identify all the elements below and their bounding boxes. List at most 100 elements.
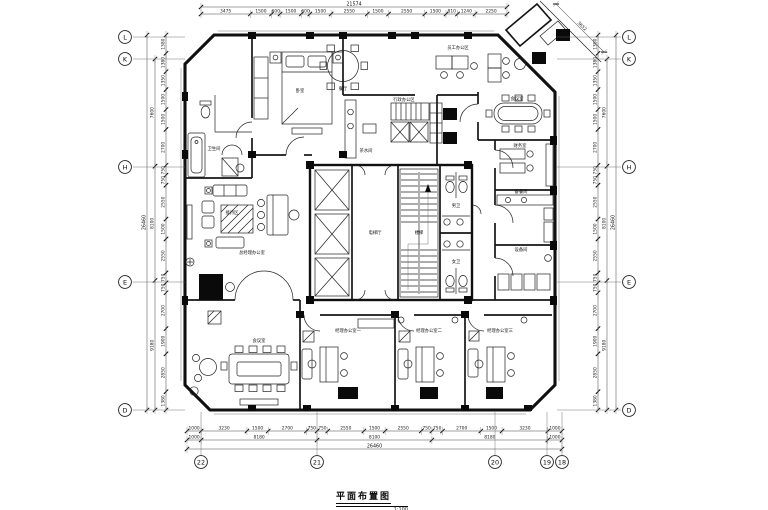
svg-text:2550: 2550 bbox=[340, 426, 351, 432]
svg-text:1500: 1500 bbox=[593, 223, 599, 234]
svg-text:9180: 9180 bbox=[150, 339, 156, 350]
svg-text:2550: 2550 bbox=[161, 196, 167, 207]
room-label: 卫生间 bbox=[208, 145, 221, 152]
svg-text:K: K bbox=[627, 55, 632, 63]
svg-text:19: 19 bbox=[543, 458, 551, 466]
svg-text:750: 750 bbox=[161, 273, 167, 282]
room-label: 备餐间 bbox=[515, 188, 528, 195]
svg-text:1500: 1500 bbox=[372, 9, 383, 15]
svg-text:18: 18 bbox=[558, 458, 566, 466]
svg-text:21: 21 bbox=[313, 458, 321, 466]
grid-col-18: 18 bbox=[555, 412, 569, 469]
svg-text:7600: 7600 bbox=[602, 107, 608, 118]
svg-text:8100: 8100 bbox=[602, 218, 608, 229]
room-label: 行政办公区 bbox=[393, 96, 415, 103]
svg-text:3652: 3652 bbox=[576, 20, 588, 32]
svg-text:1500: 1500 bbox=[486, 426, 497, 432]
svg-text:1500: 1500 bbox=[161, 223, 167, 234]
room-label: 经理办公室二 bbox=[416, 327, 442, 334]
room-label: 接待区 bbox=[226, 209, 240, 216]
svg-text:20: 20 bbox=[491, 458, 499, 466]
svg-text:1500: 1500 bbox=[430, 9, 441, 15]
svg-text:810: 810 bbox=[448, 9, 457, 15]
title-block: 平面布置图 1:100 bbox=[336, 484, 456, 510]
svg-text:750: 750 bbox=[161, 166, 167, 175]
svg-text:2550: 2550 bbox=[398, 426, 409, 432]
svg-text:1500: 1500 bbox=[369, 426, 380, 432]
room-label: 茶水间 bbox=[360, 147, 373, 154]
svg-text:L: L bbox=[627, 33, 631, 41]
entrance-vestibule bbox=[504, 0, 602, 64]
svg-text:26460: 26460 bbox=[367, 444, 382, 450]
svg-text:2850: 2850 bbox=[593, 367, 599, 378]
svg-text:2550: 2550 bbox=[593, 250, 599, 261]
svg-text:750: 750 bbox=[593, 166, 599, 175]
dimensions-left: 1380138013501500150027007507502550150025… bbox=[142, 31, 169, 414]
room-label: 会议室 bbox=[511, 95, 525, 102]
svg-text:H: H bbox=[627, 163, 632, 171]
svg-text:2550: 2550 bbox=[593, 196, 599, 207]
room-label: 经理办公室一 bbox=[335, 327, 361, 334]
interior-walls bbox=[185, 35, 555, 410]
room-labels: 卧室卫生间餐厅茶水间行政办公区员工办公区会议室财务室备餐间设备间电梯厅楼梯男卫女… bbox=[208, 44, 528, 344]
svg-text:1380: 1380 bbox=[593, 395, 599, 406]
svg-text:22: 22 bbox=[197, 458, 205, 466]
svg-text:1000: 1000 bbox=[549, 435, 560, 441]
svg-text:1350: 1350 bbox=[593, 75, 599, 86]
svg-text:D: D bbox=[627, 406, 632, 414]
svg-text:1500: 1500 bbox=[593, 114, 599, 125]
room-label: 楼梯 bbox=[415, 229, 424, 236]
svg-text:750: 750 bbox=[593, 176, 599, 185]
svg-text:1500: 1500 bbox=[255, 9, 266, 15]
dimensions-right: 1380138013501500150027007507502550150025… bbox=[593, 31, 619, 414]
svg-text:1500: 1500 bbox=[285, 9, 296, 15]
svg-text:600: 600 bbox=[301, 9, 310, 15]
svg-text:2700: 2700 bbox=[161, 305, 167, 316]
svg-text:1500: 1500 bbox=[161, 94, 167, 105]
svg-text:K: K bbox=[123, 55, 128, 63]
grid-col-20: 20 bbox=[488, 412, 502, 469]
svg-text:D: D bbox=[123, 406, 128, 414]
svg-text:600: 600 bbox=[272, 9, 281, 15]
svg-text:1380: 1380 bbox=[161, 38, 167, 49]
svg-text:8180: 8180 bbox=[254, 435, 265, 441]
dimension-diagonal: 3652 bbox=[552, 1, 608, 56]
svg-text:1500: 1500 bbox=[315, 9, 326, 15]
svg-text:7600: 7600 bbox=[150, 107, 156, 118]
elevator-shafts bbox=[314, 169, 350, 297]
furniture bbox=[185, 44, 554, 406]
svg-text:L: L bbox=[123, 33, 127, 41]
svg-text:1000: 1000 bbox=[549, 426, 560, 432]
svg-text:26460: 26460 bbox=[142, 215, 148, 230]
svg-text:2850: 2850 bbox=[161, 367, 167, 378]
svg-text:750: 750 bbox=[161, 176, 167, 185]
drawing-title: 平面布置图 bbox=[336, 489, 392, 504]
svg-text:750: 750 bbox=[593, 273, 599, 282]
svg-text:2550: 2550 bbox=[161, 250, 167, 261]
svg-text:1500: 1500 bbox=[161, 114, 167, 125]
room-label: 经理办公室三 bbox=[487, 327, 513, 334]
svg-text:1900: 1900 bbox=[593, 335, 599, 346]
svg-text:1350: 1350 bbox=[161, 75, 167, 86]
room-label: 电梯厅 bbox=[369, 229, 383, 236]
svg-text:1500: 1500 bbox=[593, 94, 599, 105]
building-outline bbox=[180, 30, 560, 415]
svg-text:2700: 2700 bbox=[593, 142, 599, 153]
room-label: 总经理办公室 bbox=[239, 249, 265, 256]
svg-text:2250: 2250 bbox=[485, 9, 496, 15]
room-label: 卧室 bbox=[296, 87, 305, 94]
room-label: 会议室 bbox=[253, 337, 267, 344]
room-label: 设备间 bbox=[515, 246, 528, 253]
svg-text:3230: 3230 bbox=[519, 426, 530, 432]
columns bbox=[182, 32, 557, 411]
svg-text:2550: 2550 bbox=[401, 9, 412, 15]
doors bbox=[221, 103, 514, 332]
